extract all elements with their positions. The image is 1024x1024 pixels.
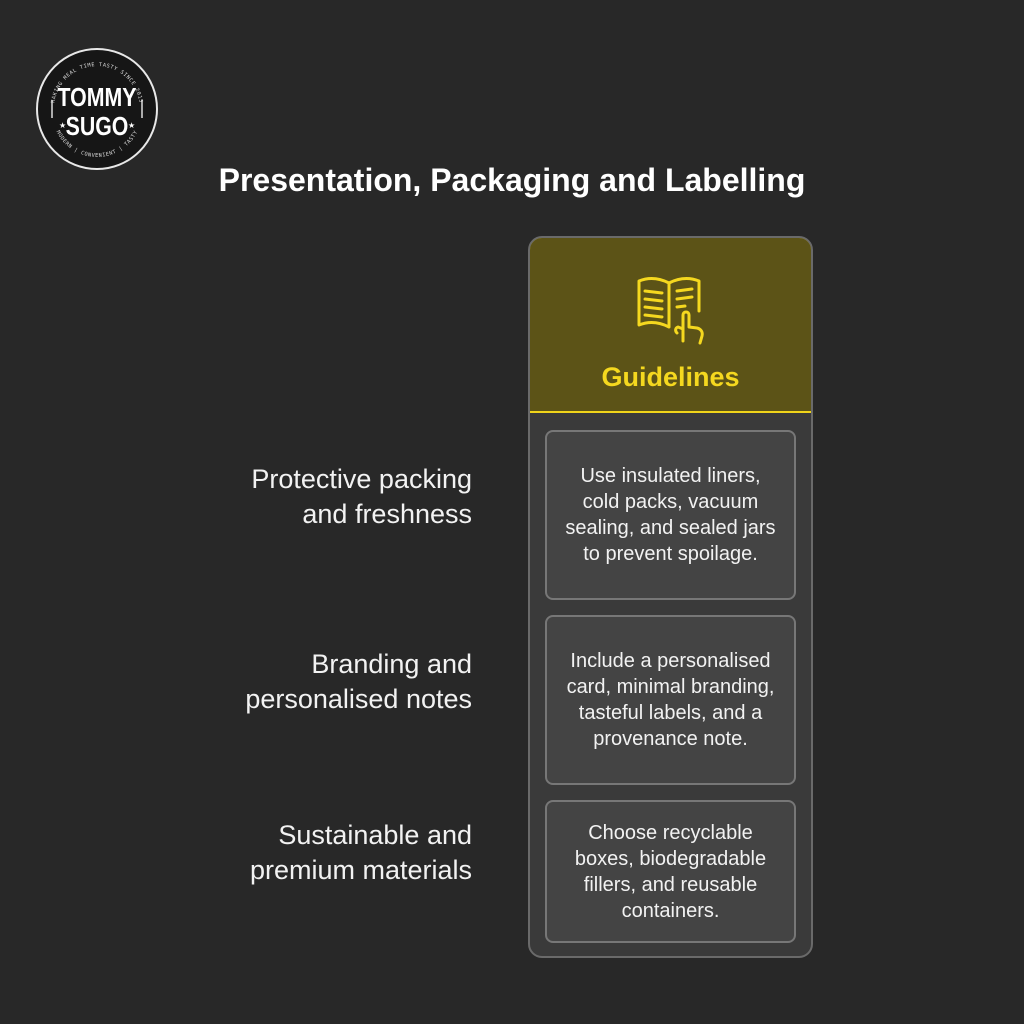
guidelines-column: Guidelines Use insulated liners, cold pa…: [528, 236, 813, 958]
page-title: Presentation, Packaging and Labelling: [218, 162, 806, 198]
star-icon: ★: [59, 121, 66, 130]
tommy-sugo-logo: MAKING MEAL TIME TASTY SINCE 2015 MODERN…: [36, 48, 158, 170]
guidelines-header-label: Guidelines: [601, 362, 740, 392]
guideline-cell-3: Choose recyclable boxes, biodegradable f…: [545, 800, 796, 943]
star-icon: ★: [128, 121, 135, 130]
row-label-sustainable-materials: Sustainable and premium materials: [249, 820, 472, 885]
logo-word-2: SUGO: [65, 111, 129, 141]
guidelines-header: Guidelines: [530, 238, 811, 413]
logo-word-1: TOMMY: [57, 82, 137, 112]
logo-ring: MAKING MEAL TIME TASTY SINCE 2015 MODERN…: [50, 62, 143, 159]
row-label-protective-packing: Protective packing and freshness: [251, 464, 472, 529]
row-label-branding: Branding and personalised notes: [245, 649, 472, 714]
guideline-cell-2: Include a personalised card, minimal bra…: [545, 615, 796, 785]
guideline-cell-1: Use insulated liners, cold packs, vacuum…: [545, 430, 796, 600]
book-pointer-icon: [637, 277, 704, 345]
